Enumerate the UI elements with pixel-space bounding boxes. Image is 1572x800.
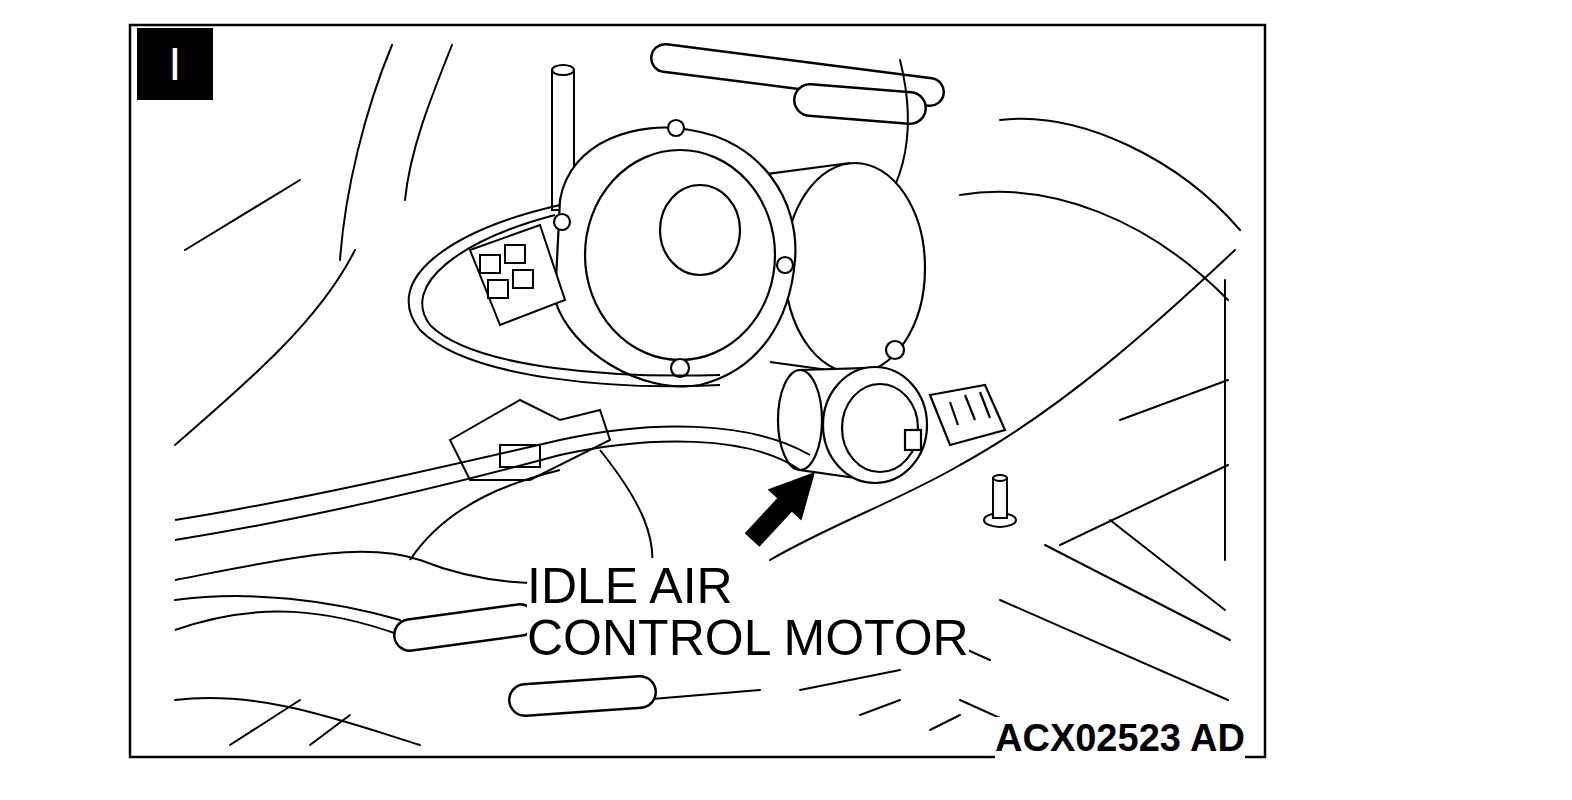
- cable-loop-part: [422, 215, 720, 376]
- upper-hoses-part: [665, 58, 930, 92]
- figure-code: ACX02523 AD: [995, 718, 1257, 760]
- sensor-connector-part: [505, 245, 525, 263]
- idle-air-control-motor: [778, 367, 1005, 483]
- body-panels-part: [310, 715, 350, 745]
- body-panels: [175, 45, 1240, 745]
- hose-sleeves-part: [525, 692, 640, 700]
- body-panels-part: [960, 192, 1228, 300]
- body-panels-part: [800, 670, 900, 690]
- body-panels-part: [1120, 380, 1228, 420]
- body-panels-part: [1060, 465, 1228, 545]
- idle-air-control-motor-part: [905, 430, 921, 450]
- label-text: ACX02523 AD: [995, 717, 1245, 759]
- throttle-body-part: [660, 185, 740, 275]
- upper-hoses-part: [810, 100, 910, 108]
- sensor-connector-part: [488, 280, 508, 298]
- hose-sleeves-part: [410, 620, 520, 635]
- cable-loop-part: [409, 205, 720, 386]
- body-panels-part: [860, 700, 900, 715]
- stud-bolt-part: [993, 478, 1007, 518]
- figure-frame: [130, 25, 1265, 757]
- stud-bolt-part: [993, 475, 1007, 481]
- idle-air-control-motor-part: [778, 370, 822, 470]
- stud-bolt: [984, 475, 1016, 527]
- throttle-body-part: [668, 120, 684, 136]
- idle-air-control-motor-part: [842, 384, 918, 472]
- body-panels-part: [930, 715, 960, 730]
- idle-air-control-motor-part: [823, 367, 927, 483]
- upper-hoses-part: [665, 58, 930, 92]
- part-label: IDLE AIR CONTROL MOTOR: [527, 560, 982, 664]
- body-panels-part: [175, 698, 420, 745]
- throttle-position-connector-part: [450, 400, 610, 480]
- throttle-body-part: [555, 128, 795, 387]
- hose-sleeves-part: [525, 692, 640, 700]
- body-panels-part: [230, 700, 300, 745]
- section-letter: I: [169, 41, 182, 87]
- body-panels-part: [405, 45, 452, 200]
- idle-air-control-motor-part: [930, 385, 1005, 445]
- pointer-arrow-part: [745, 472, 815, 547]
- body-panels-part: [1000, 119, 1240, 230]
- pointer-arrow: [745, 472, 815, 547]
- body-panels-part: [1224, 280, 1226, 560]
- throttle-body: [554, 120, 925, 386]
- wire-harness-part: [175, 441, 800, 540]
- idle-air-control-motor-part: [950, 392, 990, 425]
- wire-harness-part: [410, 470, 560, 560]
- body-panels-part: [175, 596, 400, 620]
- throttle-body-part: [886, 341, 904, 359]
- sensor-connector-part: [480, 255, 500, 273]
- sensor-connector-part: [513, 270, 533, 288]
- cable-loop: [409, 205, 720, 386]
- throttle-body-part: [671, 359, 689, 377]
- throttle-body-part: [777, 257, 793, 273]
- throttle-body-part: [554, 214, 570, 230]
- body-panels-part: [340, 45, 392, 260]
- throttle-body-part: [785, 163, 925, 373]
- throttle-position-connector: [450, 400, 610, 480]
- throttle-body-part: [585, 150, 775, 360]
- body-panels-part: [175, 250, 355, 445]
- body-panels-part: [1000, 600, 1228, 700]
- body-panels-part: [185, 180, 300, 250]
- body-panels-part: [1110, 520, 1225, 610]
- hose-sleeves-part: [410, 620, 520, 635]
- vertical-pipe-part: [552, 65, 574, 75]
- label-text: IDLE AIR CONTROL MOTOR: [527, 558, 969, 666]
- body-panels-part: [640, 690, 760, 700]
- section-tab: I: [137, 28, 213, 100]
- throttle-body-part: [760, 163, 850, 175]
- upper-hoses-part: [810, 100, 910, 108]
- wire-harness-part: [175, 611, 400, 635]
